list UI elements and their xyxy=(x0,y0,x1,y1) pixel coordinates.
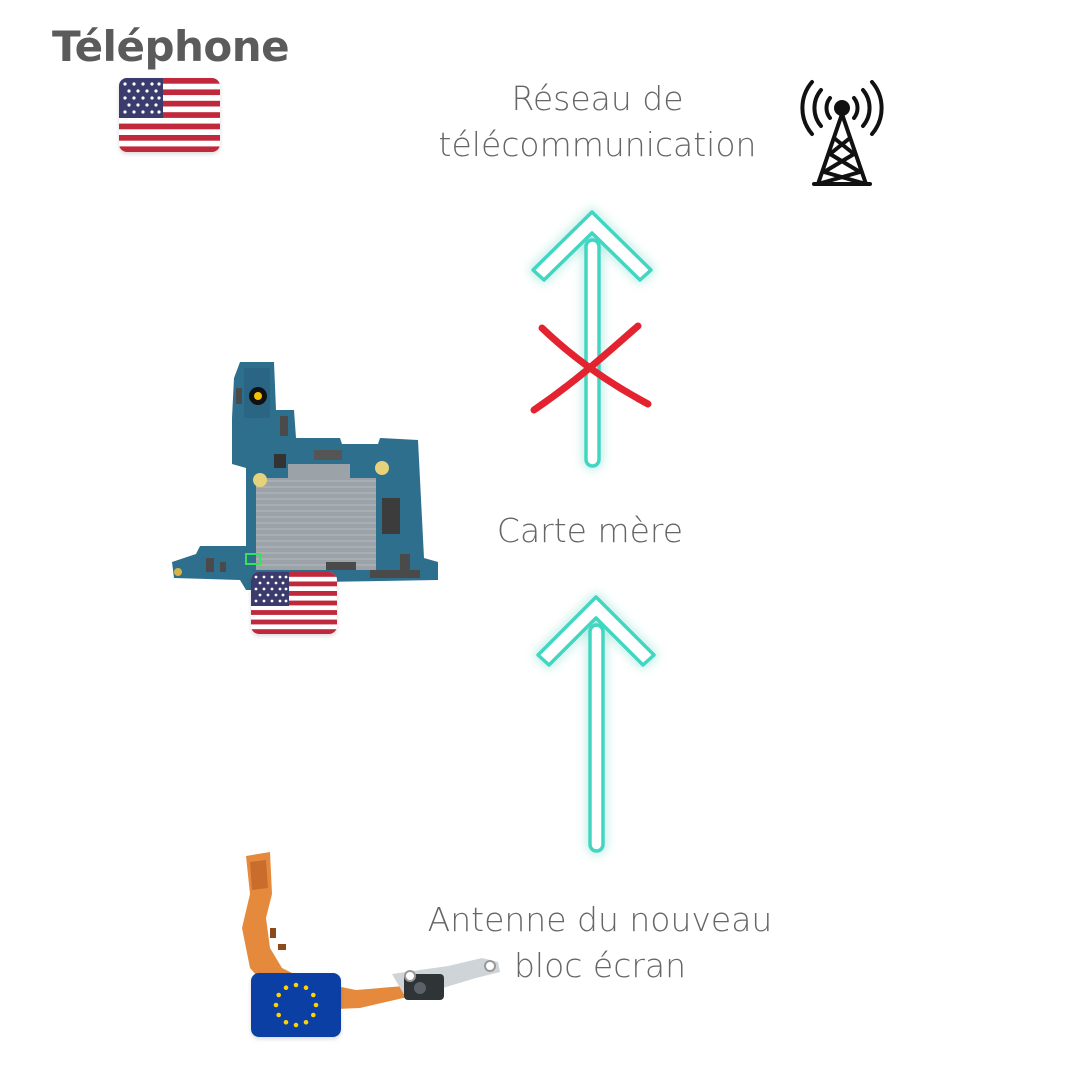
lower-arrow-icon xyxy=(520,585,675,865)
network-label: Réseau de télécommunication xyxy=(420,76,775,168)
motherboard-image xyxy=(170,358,442,590)
red-cross-icon xyxy=(528,318,656,418)
upper-arrow-icon xyxy=(515,200,670,485)
antenna-label-line-1: Antenne du nouveau xyxy=(427,900,773,939)
network-label-line-2: télécommunication xyxy=(438,125,757,164)
antenna-eu-flag-icon xyxy=(251,973,341,1037)
antenna-label: Antenne du nouveau bloc écran xyxy=(410,897,790,989)
phone-us-flag-icon xyxy=(119,78,220,152)
motherboard-us-flag-icon xyxy=(251,572,337,634)
antenna-label-line-2: bloc écran xyxy=(513,946,687,985)
motherboard-label: Carte mère xyxy=(496,511,684,550)
network-label-line-1: Réseau de xyxy=(511,79,684,118)
page-title: Téléphone xyxy=(52,22,290,71)
radio-tower-icon xyxy=(794,76,890,188)
antenna-flex-image xyxy=(236,848,506,1038)
